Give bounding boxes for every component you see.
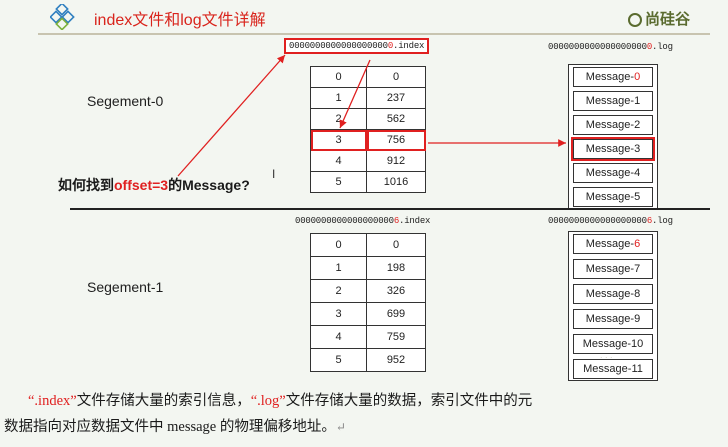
position-cell: 1016: [366, 171, 426, 193]
segment-0-label: Segement-0: [87, 93, 164, 109]
segment-1-log-filename: 00000000000000000006.log: [548, 216, 673, 226]
position-cell: 699: [366, 302, 426, 326]
list-item: Message-10: [573, 334, 653, 354]
segment-1-log-messages: Message-6 Message-7 Message-8 Message-9 …: [568, 231, 658, 381]
position-cell: 759: [366, 325, 426, 349]
list-item: Message-0: [573, 67, 653, 87]
brand-u-icon: [628, 13, 642, 27]
position-cell: 0: [366, 233, 426, 257]
offset-cell: 0: [310, 66, 367, 88]
list-item: Message-2: [573, 115, 653, 135]
watermark-text: . . .: [600, 350, 613, 360]
segment-0-log-filename: 00000000000000000000.log: [548, 42, 673, 52]
segment-1-label: Segement-1: [87, 279, 164, 295]
brand-logo: 尚硅谷: [628, 8, 690, 29]
offset-cell: 5: [310, 171, 367, 193]
offset-cell-highlighted: 3: [310, 129, 367, 151]
offset-cell: 2: [310, 108, 367, 130]
list-item: Message-6: [573, 234, 653, 254]
position-cell: 562: [366, 108, 426, 130]
list-item: Message-8: [573, 284, 653, 304]
brand-name: 尚硅谷: [645, 11, 691, 28]
list-item-highlighted: Message-3: [571, 137, 655, 161]
caption-line-1: “.index”文件存储大量的索引信息，“.log”文件存储大量的数据，索引文件…: [28, 393, 533, 409]
list-item: Message-1: [573, 91, 653, 111]
segment-divider: [70, 208, 710, 210]
offset-cell: 1: [310, 256, 367, 280]
list-item: Message-4: [573, 163, 653, 183]
offset-cell: 2: [310, 279, 367, 303]
offset-cell: 3: [310, 302, 367, 326]
list-item: Message-5: [573, 187, 653, 207]
segment-1-index-filename: 00000000000000000006.index: [295, 216, 431, 226]
position-cell: 912: [366, 150, 426, 172]
list-item: Message-9: [573, 309, 653, 329]
position-cell-highlighted: 756: [366, 129, 426, 151]
position-cell: 326: [366, 279, 426, 303]
offset-cell: 0: [310, 233, 367, 257]
segment-0-log-messages: Message-0 Message-1 Message-2 Message-3 …: [568, 64, 658, 209]
segment-0-index-filename: 00000000000000000000.index: [284, 38, 430, 54]
offset-cell: 5: [310, 348, 367, 372]
caption: “.index”文件存储大量的索引信息，“.log”文件存储大量的数据，索引文件…: [0, 388, 728, 440]
list-item: Message-7: [573, 259, 653, 279]
arrow-question-to-index: [177, 54, 286, 177]
header-rule: [38, 33, 710, 35]
page-title: index文件和log文件详解: [94, 12, 266, 29]
text-cursor-icon: I: [272, 167, 276, 181]
position-cell: 0: [366, 66, 426, 88]
position-cell: 237: [366, 87, 426, 109]
caption-line-2: 数据指向对应数据文件中 message 的物理偏移地址。↵: [4, 419, 346, 435]
return-icon: ↵: [335, 420, 346, 434]
question-text: 如何找到offset=3的Message?: [58, 177, 250, 193]
position-cell: 198: [366, 256, 426, 280]
offset-cell: 4: [310, 325, 367, 349]
list-item: Message-11: [573, 359, 653, 379]
offset-cell: 1: [310, 87, 367, 109]
offset-cell: 4: [310, 150, 367, 172]
diamond-grid-icon: [50, 4, 75, 30]
position-cell: 952: [366, 348, 426, 372]
